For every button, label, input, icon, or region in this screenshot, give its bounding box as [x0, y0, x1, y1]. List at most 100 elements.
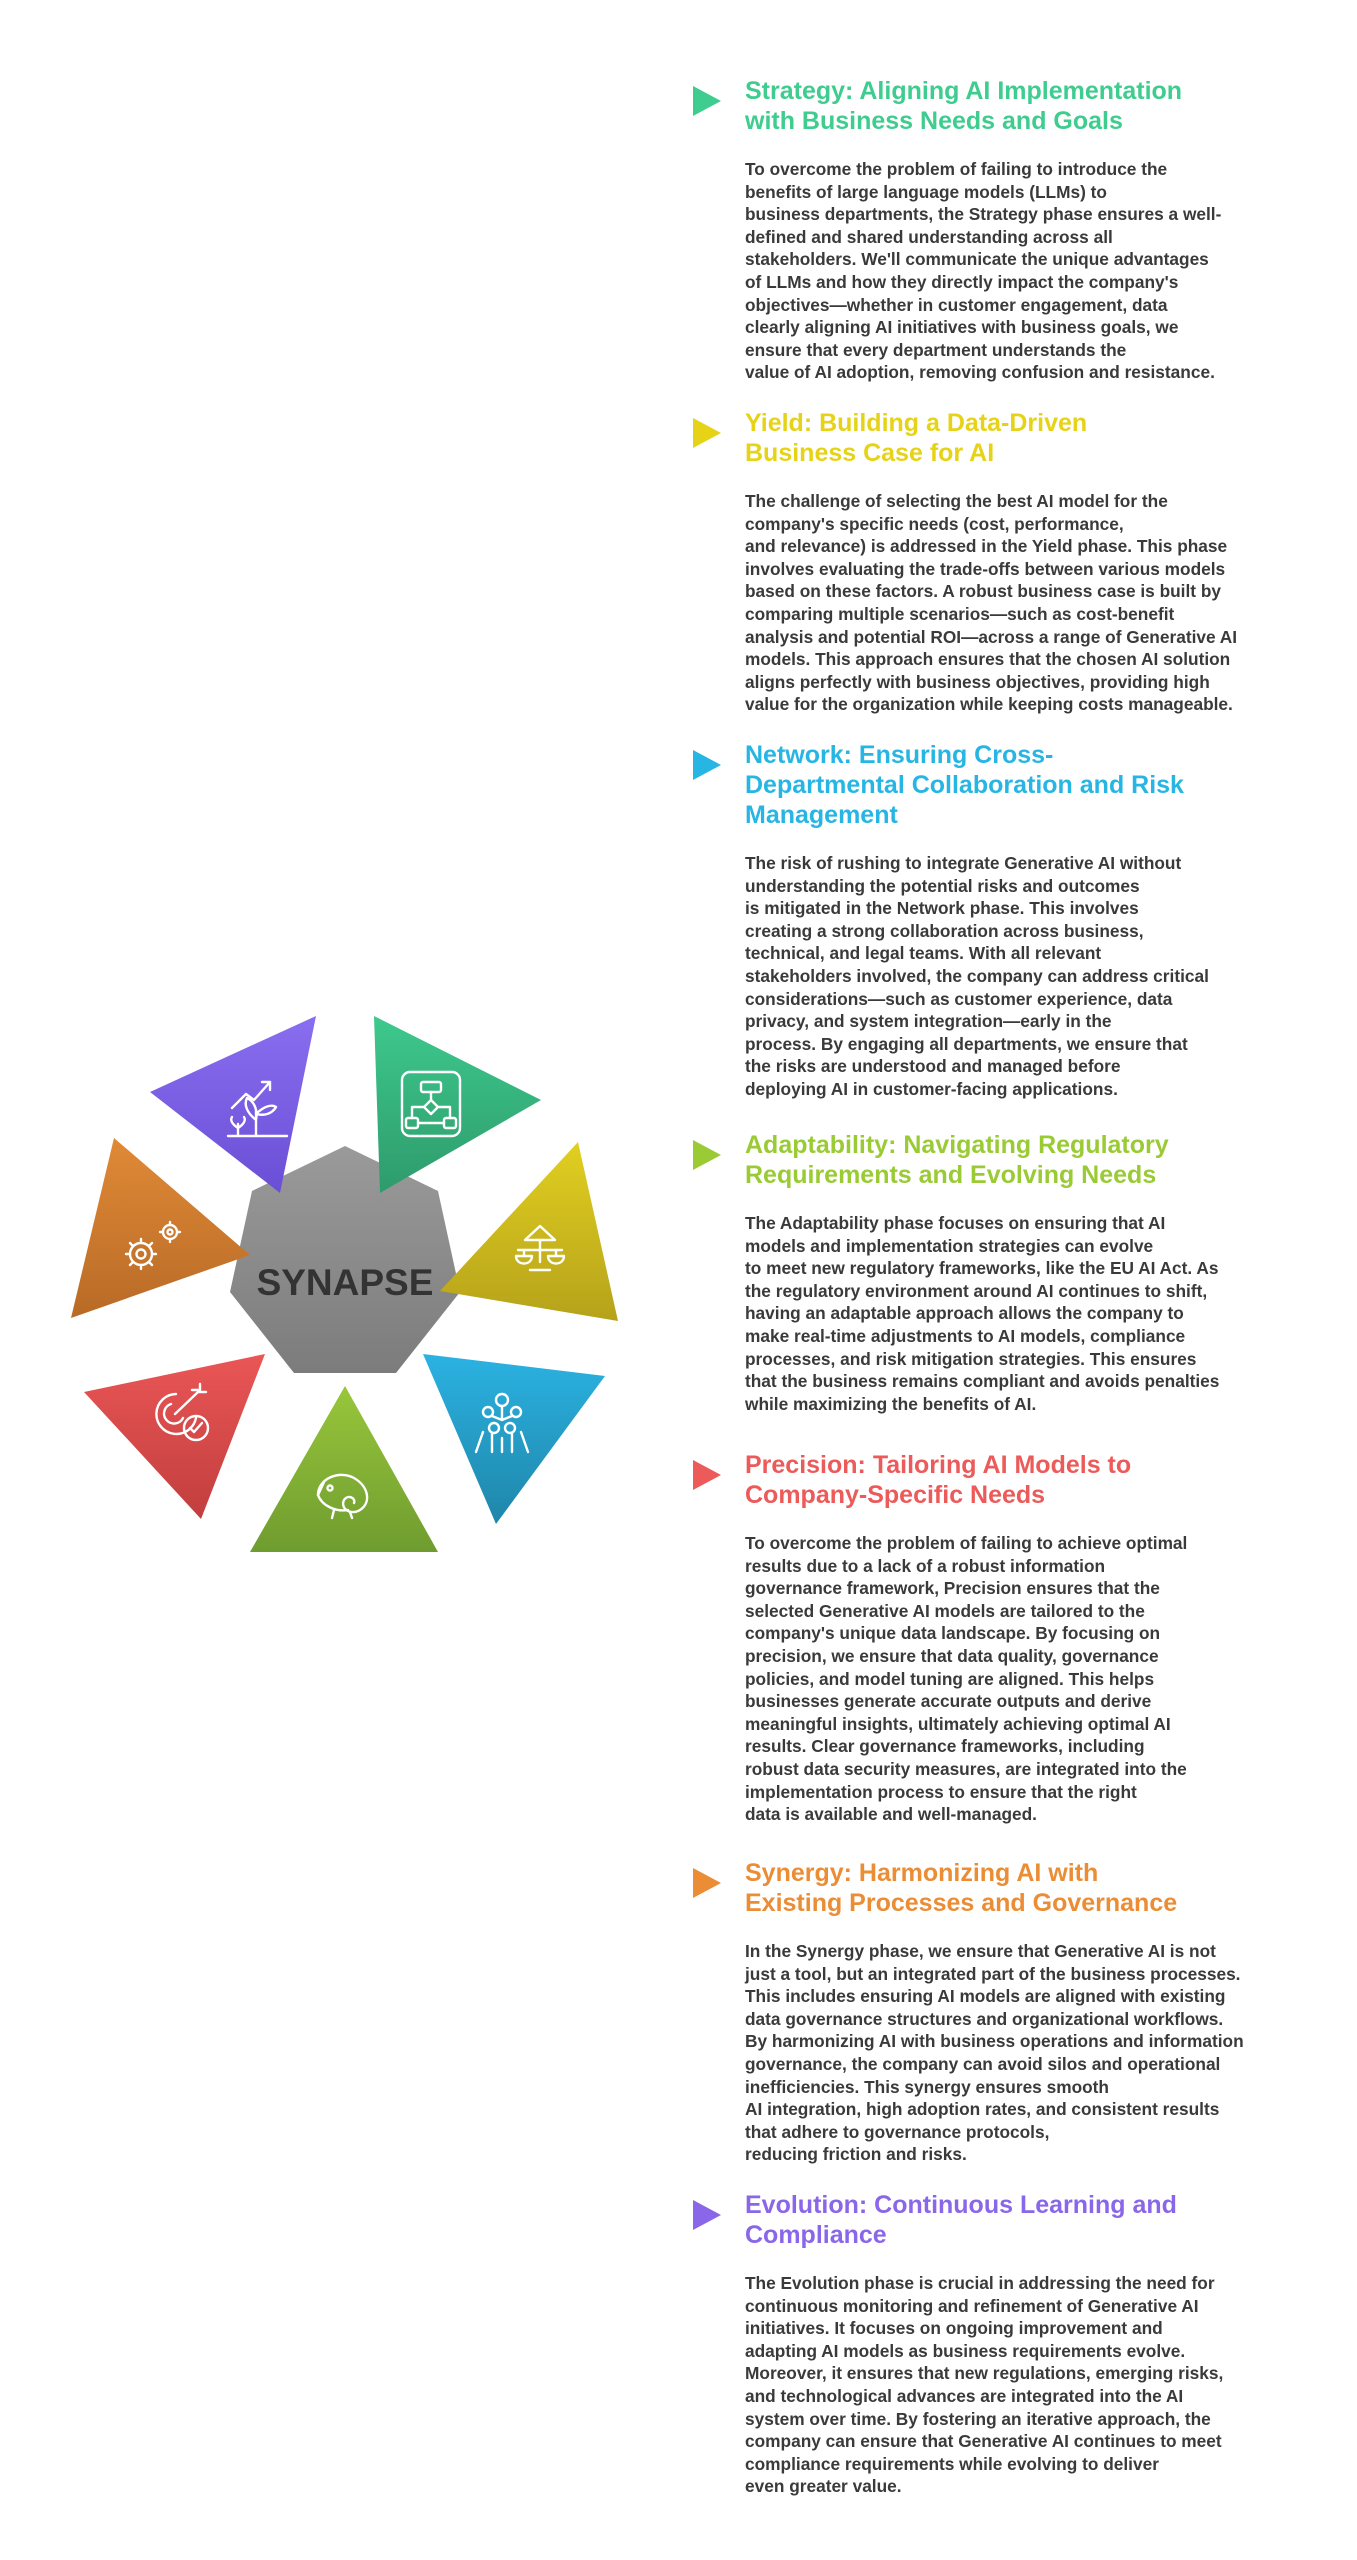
body-line: initiatives. It focuses on ongoing impro… [745, 2318, 1163, 2339]
body-line: defined and shared understanding across … [745, 226, 1113, 247]
body-line: governance framework, Precision ensures … [745, 1578, 1160, 1599]
body-line: deploying AI in customer-facing applicat… [745, 1078, 1118, 1099]
title-line: Adaptability: Navigating Regulatory [745, 1131, 1169, 1159]
body-line: make real-time adjustments to AI models,… [745, 1325, 1186, 1346]
body-line: precision, we ensure that data quality, … [745, 1645, 1159, 1666]
balance-scale-icon [514, 1224, 566, 1272]
body-line: understanding the potential risks and ou… [745, 875, 1140, 896]
body-line: businesses generate accurate outputs and… [745, 1691, 1152, 1712]
body-line: the regulatory environment around AI con… [745, 1280, 1208, 1301]
triangle-marker-icon [693, 1460, 721, 1490]
growth-plant-icon [226, 1080, 289, 1138]
body-line: and relevance) is addressed in the Yield… [745, 536, 1228, 557]
body-line: inefficiencies. This synergy ensures smo… [745, 2076, 1109, 2097]
body-line: that adhere to governance protocols, [745, 2121, 1050, 2142]
body-line: This includes ensuring AI models are ali… [745, 1986, 1226, 2007]
segment-triangle [250, 1386, 438, 1552]
title-line: Precision: Tailoring AI Models to [745, 1451, 1132, 1479]
body-line: considerations—such as customer experien… [745, 988, 1173, 1009]
body-line: Moreover, it ensures that new regulation… [745, 2363, 1224, 2384]
body-line: analysis and potential ROI—across a rang… [745, 626, 1238, 647]
body-line: the risks are understood and managed bef… [745, 1056, 1121, 1077]
section-title: Network: Ensuring Cross-Departmental Col… [745, 740, 1265, 830]
body-line: that the business remains compliant and … [745, 1371, 1220, 1392]
body-line: even greater value. [745, 2476, 902, 2497]
body-line: By harmonizing AI with business operatio… [745, 2031, 1244, 2052]
body-line: meaningful insights, ultimately achievin… [745, 1713, 1171, 1734]
segment-evolution [150, 1016, 316, 1193]
gears-icon [124, 1220, 182, 1271]
section-body: To overcome the problem of failing to in… [745, 158, 1285, 384]
body-line: compliance requirements while evolving t… [745, 2453, 1159, 2474]
hub-heptagon [230, 1146, 460, 1373]
segment-strategy [374, 1016, 541, 1193]
segment-triangle [150, 1016, 316, 1193]
body-line: continuous monitoring and refinement of … [745, 2295, 1199, 2316]
body-line: models and implementation strategies can… [745, 1235, 1154, 1256]
body-line: adapting AI models as business requireme… [745, 2340, 1186, 2361]
body-line: process. By engaging all departments, we… [745, 1033, 1188, 1054]
body-line: In the Synergy phase, we ensure that Gen… [745, 1941, 1216, 1961]
body-line: involves evaluating the trade-offs betwe… [745, 558, 1226, 579]
body-line: creating a strong collaboration across b… [745, 920, 1144, 941]
segment-triangle [423, 1354, 605, 1524]
body-line: objectives—whether in customer engagemen… [745, 294, 1168, 315]
body-line: system over time. By fostering an iterat… [745, 2408, 1211, 2429]
title-line: Synergy: Harmonizing AI with [745, 1859, 1099, 1887]
body-line: aligns perfectly with business objective… [745, 671, 1210, 692]
body-line: ensure that every department understands… [745, 339, 1127, 360]
body-line: AI integration, high adoption rates, and… [745, 2099, 1220, 2120]
section-body: The risk of rushing to integrate Generat… [745, 852, 1285, 1101]
title-line: Strategy: Aligning AI Implementation [745, 77, 1183, 105]
body-line: to meet new regulatory frameworks, like … [745, 1258, 1219, 1279]
body-line: stakeholders involved, the company can a… [745, 965, 1209, 986]
synapse-cycle-diagram: SYNAPSE [71, 1016, 618, 1552]
body-line: value for the organization while keeping… [745, 694, 1233, 715]
title-line: Company-Specific Needs [745, 1481, 1046, 1509]
body-line: benefits of large language models (LLMs)… [745, 181, 1107, 202]
body-line: having an adaptable approach allows the … [745, 1303, 1184, 1324]
body-line: technical, and legal teams. With all rel… [745, 943, 1102, 964]
segment-adaptability [250, 1386, 438, 1552]
body-line: stakeholders. We'll communicate the uniq… [745, 249, 1209, 270]
title-line: Yield: Building a Data-Driven [745, 409, 1088, 437]
title-line: Evolution: Continuous Learning and [745, 2191, 1177, 2219]
triangle-marker-icon [693, 2200, 721, 2230]
body-line: based on these factors. A robust busines… [745, 581, 1222, 602]
body-line: robust data security measures, are integ… [745, 1758, 1187, 1779]
body-line: models. This approach ensures that the c… [745, 649, 1231, 670]
triangle-marker-icon [693, 1140, 721, 1170]
title-line: Departmental Collaboration and Risk [745, 771, 1184, 799]
body-line: The challenge of selecting the best AI m… [745, 491, 1168, 511]
segment-triangle [71, 1138, 250, 1318]
title-line: Network: Ensuring Cross- [745, 741, 1054, 769]
title-line: with Business Needs and Goals [745, 107, 1123, 135]
triangle-marker-icon [693, 750, 721, 780]
body-line: and technological advances are integrate… [745, 2385, 1184, 2406]
body-line: company's specific needs (cost, performa… [745, 513, 1124, 534]
body-line: business departments, the Strategy phase… [745, 204, 1222, 225]
triangle-marker-icon [693, 1868, 721, 1898]
title-line: Existing Processes and Governance [745, 1889, 1178, 1917]
body-line: is mitigated in the Network phase. This … [745, 898, 1139, 919]
section-body: The Evolution phase is crucial in addres… [745, 2272, 1285, 2498]
target-check-icon [155, 1382, 210, 1442]
title-line: Requirements and Evolving Needs [745, 1161, 1157, 1189]
network-people-icon [474, 1392, 530, 1454]
section-body: The challenge of selecting the best AI m… [745, 490, 1285, 716]
section-body: The Adaptability phase focuses on ensuri… [745, 1212, 1285, 1415]
body-line: policies, and model tuning are aligned. … [745, 1668, 1155, 1689]
body-line: selected Generative AI models are tailor… [745, 1600, 1145, 1621]
flowchart-icon [400, 1070, 462, 1138]
chameleon-icon [316, 1473, 369, 1520]
section-body: In the Synergy phase, we ensure that Gen… [745, 1940, 1285, 2166]
segment-triangle [440, 1142, 618, 1321]
segment-yield [440, 1142, 618, 1321]
body-line: processes, and risk mitigation strategie… [745, 1348, 1197, 1369]
body-line: clearly aligning AI initiatives with bus… [745, 317, 1179, 338]
segment-network [423, 1354, 605, 1524]
body-line: comparing multiple scenarios—such as cos… [745, 603, 1175, 624]
